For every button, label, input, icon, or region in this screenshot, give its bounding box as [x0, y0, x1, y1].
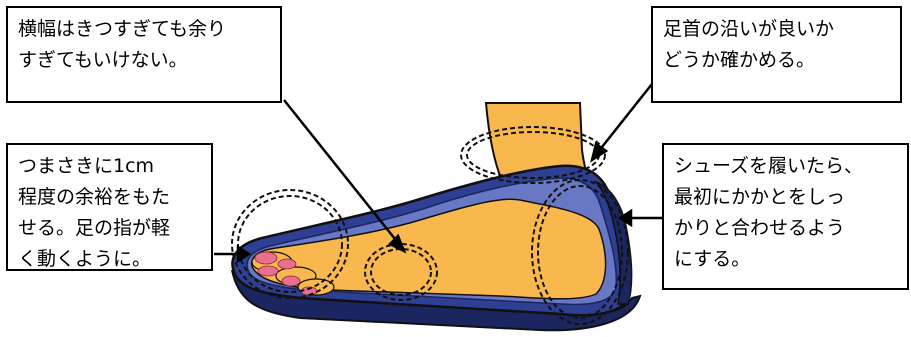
- ankle-callout-line-2: どうか確かめる。: [663, 45, 892, 76]
- toe-callout-line-4: く動くように。: [18, 244, 203, 275]
- toe-callout-line-3: せる。足の指が軽: [18, 213, 203, 244]
- ankle-leader-line: [598, 84, 652, 152]
- toenail-3: [282, 276, 300, 286]
- width-callout-line-2: すぎてもいけない。: [18, 45, 272, 76]
- toenail-5: [278, 259, 296, 269]
- width-callout: 横幅はきつすぎても余り すぎてもいけない。: [6, 6, 282, 103]
- width-callout-line-1: 横幅はきつすぎても余り: [18, 14, 272, 45]
- toe-callout-line-1: つまさきに1cm: [18, 151, 203, 182]
- ankle-callout: 足首の沿いが良いか どうか確かめる。: [651, 6, 902, 103]
- toe-callout: つまさきに1cm 程度の余裕をもた せる。足の指が軽 く動くように。: [6, 143, 213, 271]
- toenail-2: [258, 266, 278, 276]
- toenail-1: [255, 252, 277, 264]
- heel-callout-line-4: にする。: [674, 244, 899, 275]
- toe-callout-line-2: 程度の余裕をもた: [18, 182, 203, 213]
- heel-callout-line-3: かりと合わせるよう: [674, 213, 899, 244]
- heel-callout: シューズを履いたら、 最初にかかとをしっ かりと合わせるよう にする。: [662, 143, 909, 290]
- heel-callout-line-1: シューズを履いたら、: [674, 151, 899, 182]
- heel-callout-line-2: 最初にかかとをしっ: [674, 182, 899, 213]
- ankle-callout-line-1: 足首の沿いが良いか: [663, 14, 892, 45]
